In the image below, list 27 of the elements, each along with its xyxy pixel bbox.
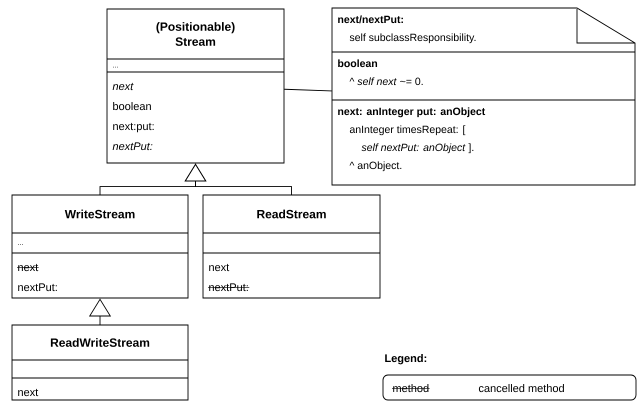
method-name: next <box>112 82 134 90</box>
class-box <box>106 8 284 164</box>
method-heading: boolean <box>338 59 378 68</box>
code-line: anInteger timesRepeat: [ <box>350 125 466 136</box>
method-name: nextPut: <box>18 283 57 292</box>
class-box <box>12 324 188 400</box>
method-name: boolean <box>113 102 151 110</box>
class-box <box>202 194 380 298</box>
method-heading: next/nextPut: <box>338 15 403 24</box>
class-name: ReadWriteStream <box>50 338 150 347</box>
method-name: nextPut: <box>112 142 152 150</box>
method-name: next:put: <box>113 122 154 132</box>
code-line: ^ self next ~= 0. <box>350 77 423 86</box>
method-name: next <box>18 388 38 396</box>
note-box <box>332 8 636 186</box>
note-connector <box>284 88 332 92</box>
code-line: ^ anObject. <box>350 161 402 172</box>
legend-title: Legend: <box>385 354 426 364</box>
code-line: self nextPut: anObject ]. <box>361 143 474 154</box>
method-name: next <box>209 264 230 272</box>
class-name: WriteStream <box>64 210 134 218</box>
code-line: self subclassResponsibility. <box>350 33 476 44</box>
legend-label: cancelled method <box>478 384 564 392</box>
class-name: (Positionable) Stream <box>156 22 235 46</box>
method-heading: next: anInteger put: anObject <box>338 107 486 118</box>
class-box <box>12 194 188 298</box>
class-name: ReadStream <box>257 210 326 218</box>
